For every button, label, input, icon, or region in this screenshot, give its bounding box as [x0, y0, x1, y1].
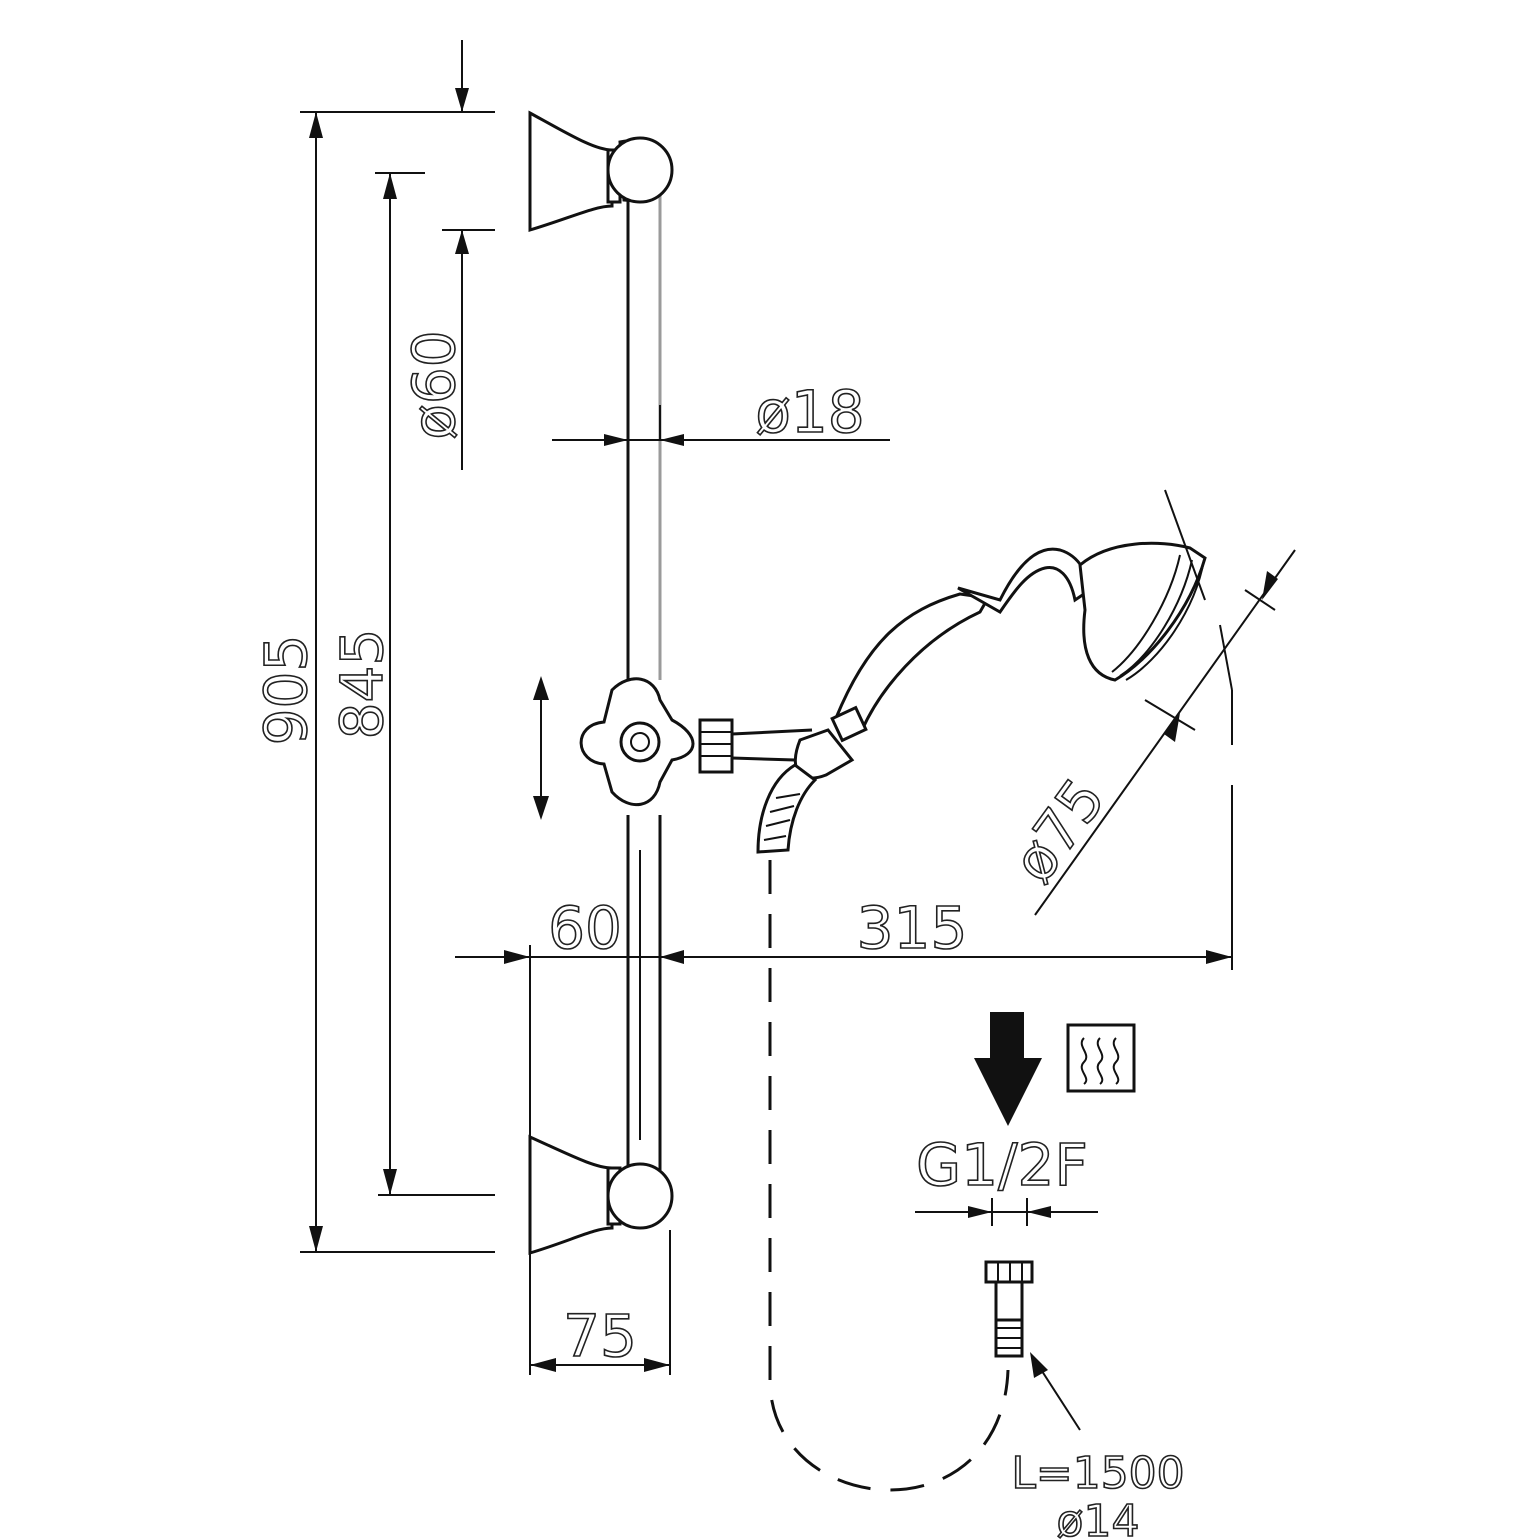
slide-bar	[626, 195, 662, 1170]
bottom-wall-bracket	[528, 1134, 674, 1256]
dim-bar-diameter	[552, 405, 890, 446]
hose-coil	[756, 763, 818, 854]
dim-horizontal-reach	[455, 690, 1233, 1375]
hose-fitting	[984, 1260, 1034, 1358]
label-bar-diameter: ø18	[755, 378, 864, 446]
dim-wall-projection	[530, 1230, 671, 1375]
top-wall-bracket	[528, 110, 674, 233]
dim-thread	[915, 1198, 1098, 1226]
label-hose-length: L=1500	[1011, 1448, 1184, 1499]
dim-905	[300, 111, 495, 1253]
hand-shower	[793, 541, 1207, 780]
label-shower-reach: 315	[857, 894, 968, 962]
label-flange-diameter: ø60	[400, 330, 468, 439]
slider-cross-handle	[579, 677, 813, 807]
label-hose-diameter: ø14	[1057, 1496, 1140, 1540]
hose-path	[768, 860, 1010, 1492]
hot-water-icon	[1066, 1023, 1136, 1093]
dim-head-diameter	[1034, 489, 1296, 916]
dim-flange-diameter	[442, 40, 495, 470]
dim-845	[375, 172, 495, 1196]
label-thread: G1/2F	[916, 1131, 1088, 1199]
water-flow-arrow-icon	[974, 1012, 1042, 1126]
label-head-diameter: ø75	[999, 766, 1118, 894]
label-wall-projection: 75	[563, 1302, 637, 1370]
label-845: 845	[328, 629, 396, 740]
label-905: 905	[252, 635, 320, 746]
label-slider-offset: 60	[548, 894, 622, 962]
slider-travel-arrow	[533, 676, 549, 820]
hose-leader	[1030, 1352, 1081, 1431]
